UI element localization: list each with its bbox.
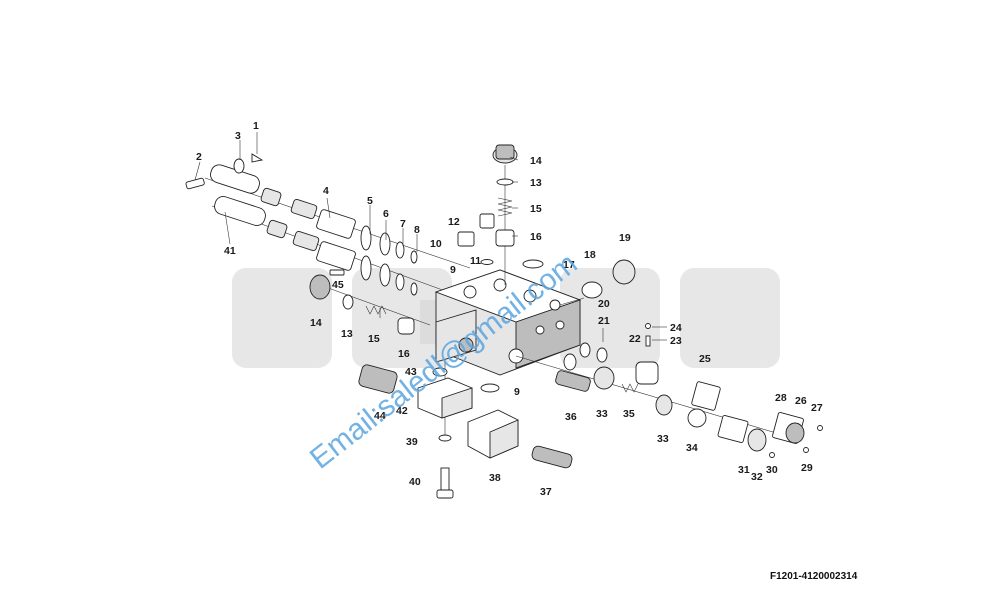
callout-21: 21 [598,315,610,327]
left-relief-valve [309,269,431,335]
callout-15-top: 15 [530,203,542,215]
callout-28: 28 [775,392,787,404]
callout-32: 32 [751,471,763,483]
callout-14-top: 14 [530,155,542,167]
callout-5: 5 [367,195,373,207]
callout-18: 18 [584,249,596,261]
callout-34: 34 [686,442,698,454]
callout-labels: 1 2 3 4 5 6 7 8 9 9 10 11 12 13 13 14 14… [196,120,823,498]
callout-33-lower: 33 [657,433,669,445]
callout-40: 40 [409,476,421,488]
callout-7: 7 [400,218,406,230]
callout-39: 39 [406,436,418,448]
spool-assembly [185,153,471,301]
callout-44: 44 [374,410,386,422]
callout-14-left: 14 [310,317,322,329]
callout-16-left: 16 [398,348,410,360]
callout-45: 45 [332,279,344,291]
callout-27: 27 [811,402,823,414]
callout-43: 43 [405,366,417,378]
callout-30: 30 [766,464,778,476]
callout-19: 19 [619,232,631,244]
callout-13-left: 13 [341,328,353,340]
callout-4: 4 [323,185,329,197]
callout-20: 20 [598,298,610,310]
callout-12: 12 [448,216,460,228]
callout-11: 11 [470,255,481,267]
callout-8: 8 [414,224,420,236]
callout-38: 38 [489,472,501,484]
callout-10: 10 [430,238,442,250]
callout-2: 2 [196,151,202,163]
callout-25: 25 [699,353,711,365]
callout-9-lower: 9 [514,386,520,398]
drawing-code: F1201-4120002314 [770,571,858,582]
relief-valve-stack [457,144,636,299]
valve-body [434,269,582,376]
callout-3: 3 [235,130,241,142]
spool-end-chain [515,323,823,458]
callout-9-upper: 9 [450,264,456,276]
callout-15-left: 15 [368,333,380,345]
callout-17: 17 [563,259,575,271]
lower-blocks [358,360,573,499]
callout-29: 29 [801,462,813,474]
leader-lines [194,132,667,342]
callout-22: 22 [629,333,641,345]
callout-24: 24 [670,322,682,334]
callout-37: 37 [540,486,552,498]
callout-33-upper: 33 [596,408,608,420]
callout-6: 6 [383,208,389,220]
callout-42: 42 [396,405,408,417]
callout-31: 31 [738,464,750,476]
callout-35: 35 [623,408,635,420]
callout-1: 1 [253,120,259,132]
callout-36: 36 [565,411,577,423]
callout-26: 26 [795,395,807,407]
callout-13-top: 13 [530,177,542,189]
callout-23: 23 [670,335,682,347]
callout-41: 41 [224,245,236,257]
callout-16-top: 16 [530,231,542,243]
